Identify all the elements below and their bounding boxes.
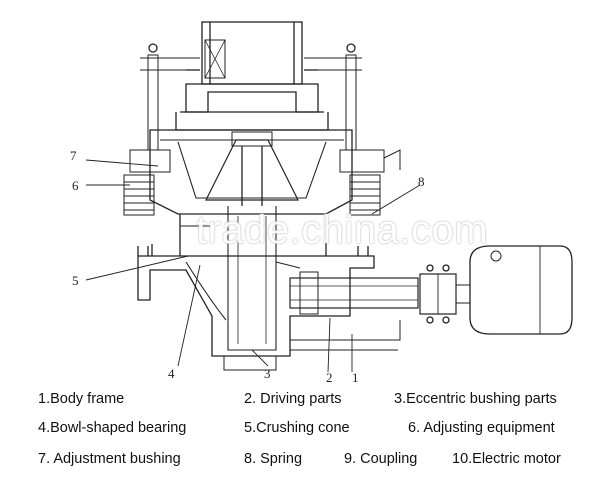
legend-item-5: 5.Crushing cone [244, 420, 350, 436]
callout-3: 3 [264, 366, 271, 381]
hopper-bracket-left [204, 39, 226, 79]
upper-concave [177, 141, 327, 199]
legend-item-3: 3.Eccentric bushing parts [394, 391, 557, 407]
legend-item-8: 8. Spring [244, 451, 303, 467]
callout-7: 7 [70, 148, 77, 163]
legend-item-6: 6. Adjusting equipment [408, 420, 555, 436]
spring-right [349, 174, 381, 216]
adjust-cylinder-left [129, 149, 171, 173]
cone-crusher-drawing: 7 6 5 4 3 2 1 8 [70, 21, 573, 385]
callout-6: 6 [72, 178, 79, 193]
electric-motor [469, 245, 573, 335]
legend-item-4: 4.Bowl-shaped bearing [38, 420, 187, 436]
callout-8: 8 [418, 174, 425, 189]
base-bottom [223, 355, 277, 371]
adjusting-ring [149, 129, 353, 215]
legend-item-2: 2. Driving parts [244, 391, 342, 407]
spring-left [123, 174, 155, 216]
main-shaft-top [231, 131, 273, 147]
bevel-gear [299, 271, 319, 315]
callout-4: 4 [168, 366, 175, 381]
tie-rod-right [345, 54, 357, 151]
watermark-text: trade.china.com [196, 208, 489, 252]
bowl-bearing [185, 261, 227, 321]
legend-item-1: 1.Body frame [38, 391, 125, 407]
parts-legend: 1.Body frame 2. Driving parts 3.Eccentri… [0, 383, 600, 480]
legend-item-9: 9. Coupling [344, 451, 418, 467]
legend-item-7: 7. Adjustment bushing [38, 451, 181, 467]
feed-hopper [201, 21, 303, 85]
callout-5: 5 [72, 273, 79, 288]
callout-1: 1 [352, 370, 359, 385]
callout-2: 2 [326, 370, 333, 385]
mantle [205, 139, 299, 201]
oil-pipe [290, 320, 401, 341]
main-frame [137, 255, 375, 357]
top-frame [185, 83, 319, 113]
adjust-cylinder-right [339, 149, 385, 173]
countershaft-housing [289, 277, 419, 309]
legend-item-10: 10.Electric motor [452, 451, 561, 467]
